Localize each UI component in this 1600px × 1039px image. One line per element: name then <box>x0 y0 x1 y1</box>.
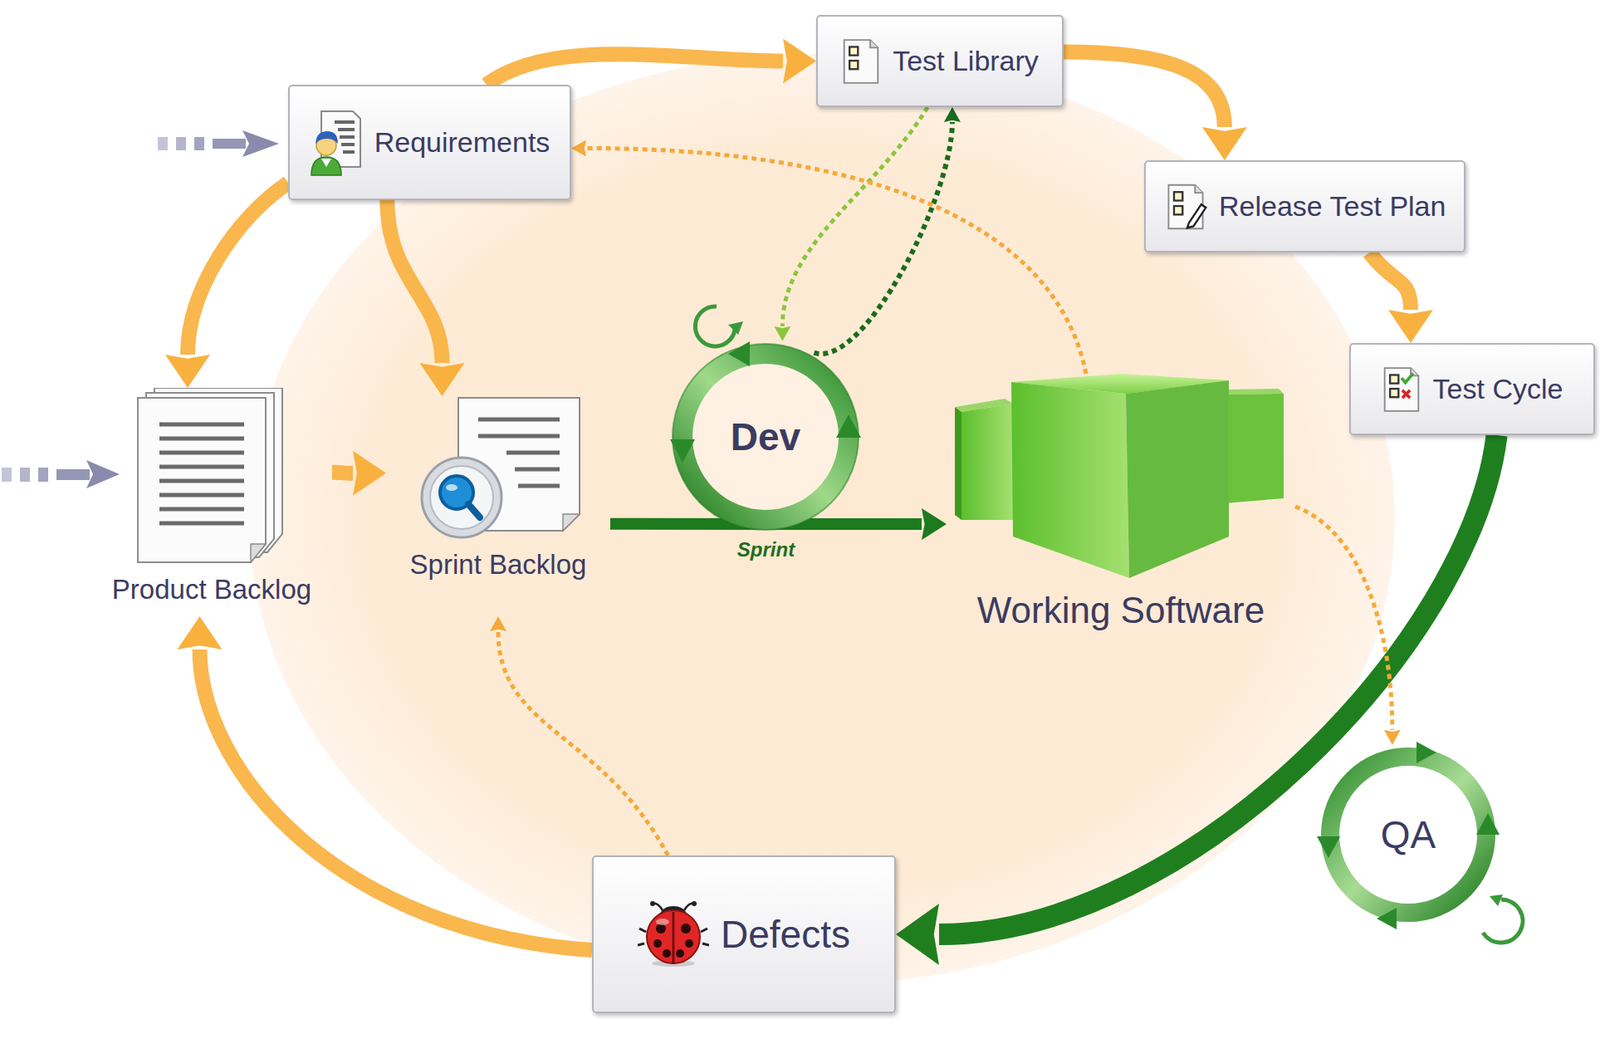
requirements-icon <box>309 108 363 177</box>
node-label: QA <box>1380 812 1436 857</box>
process-box: Test Cycle <box>1349 342 1596 436</box>
node-label: Requirements <box>374 126 551 159</box>
flow-arrow <box>187 182 289 355</box>
flow-arrow <box>332 472 353 474</box>
flow-arrow <box>782 107 928 327</box>
process-box: Release Test Plan <box>1144 160 1466 253</box>
flow-arrow <box>1295 506 1393 730</box>
edge-label: Sprint <box>737 538 795 562</box>
flow-arrow <box>1369 252 1411 310</box>
flow-arrow <box>586 147 1087 374</box>
flow-arrow <box>386 200 442 363</box>
ladybug-icon <box>637 900 710 969</box>
software-node: Working Software <box>946 373 1296 640</box>
process-box: Test Library <box>816 14 1064 108</box>
node-label: Working Software <box>977 589 1265 632</box>
node-label: Test Cycle <box>1433 372 1564 406</box>
document-icon <box>1381 365 1422 414</box>
backlog-node: Product Backlog <box>91 387 333 617</box>
software-cubes <box>954 373 1287 580</box>
sprint-backlog-icon <box>415 396 582 539</box>
node-label: Defects <box>720 911 851 957</box>
node-label: Sprint Backlog <box>410 548 588 581</box>
node-label: Product Backlog <box>112 573 312 606</box>
flow-arrow <box>814 122 953 354</box>
incoming-arrow <box>157 130 279 157</box>
document-stack-icon <box>136 387 288 564</box>
node-label: Test Library <box>892 44 1039 78</box>
node-label: Release Test Plan <box>1218 190 1446 223</box>
document-icon <box>1164 182 1208 231</box>
flow-arrow <box>200 649 593 950</box>
node-label: Dev <box>730 414 801 460</box>
defects-box: Defects <box>592 855 896 1013</box>
flow-arrow <box>1063 51 1225 128</box>
cycle-circle: QA <box>1316 743 1500 926</box>
document-icon <box>841 37 881 86</box>
incoming-arrow <box>1 459 120 489</box>
backlog-node: Sprint Backlog <box>386 396 611 617</box>
process-box: Requirements <box>288 84 572 201</box>
cycle-circle: Dev <box>668 339 863 534</box>
flow-arrow <box>498 631 669 856</box>
flow-arrow <box>486 53 783 85</box>
